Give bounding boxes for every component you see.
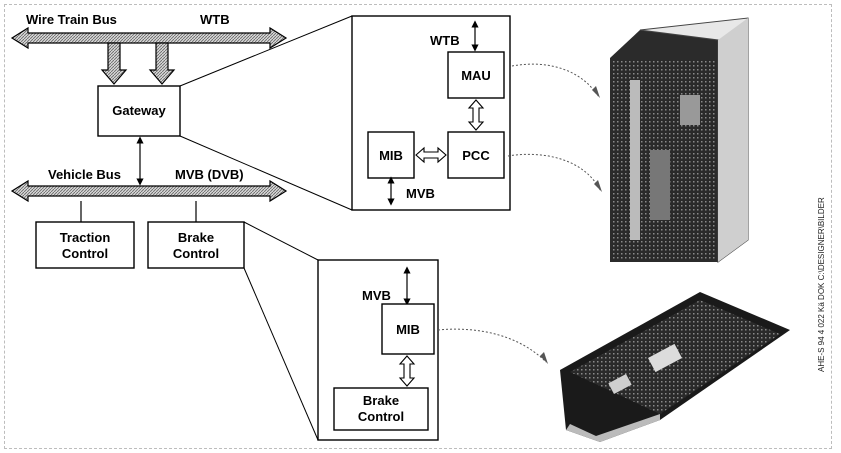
mib-label: MIB — [379, 148, 403, 163]
mib-brake-label: MIB — [396, 322, 420, 337]
pcc-box — [447, 131, 505, 179]
mib-box — [367, 131, 415, 179]
zoom-line-brake-top — [243, 221, 319, 261]
brake-label-1: Brake — [178, 230, 214, 245]
mau-photo-pointer — [511, 63, 599, 97]
wtb-label: WTB — [200, 12, 230, 27]
brake-label-2: Control — [173, 246, 219, 261]
mau-photo-pointer-head — [592, 86, 600, 98]
mib-pcc-arrow — [415, 146, 447, 164]
traction-label-2: Control — [62, 246, 108, 261]
wtb-inner-label: WTB — [430, 33, 460, 48]
zoom-line-bottom — [179, 135, 353, 211]
mau-label: MAU — [461, 68, 491, 83]
vehicle-bus — [10, 179, 288, 203]
side-note: AHE-S 94 4 022 Kä DOK C:\DESIGNER\BILDER — [817, 197, 826, 372]
mau-box — [447, 51, 505, 99]
traction-control-box — [35, 221, 135, 269]
mvb-dvb-label: MVB (DVB) — [175, 167, 244, 182]
mvb-inner-label-1: MVB — [406, 186, 435, 201]
traction-label-1: Traction — [60, 230, 111, 245]
wire-train-bus-label: Wire Train Bus — [26, 12, 117, 27]
mib-photo-pointer-head — [540, 352, 548, 364]
vehicle-bus-label: Vehicle Bus — [48, 167, 121, 182]
mau-pcc-arrow — [467, 99, 485, 131]
gateway-box — [97, 85, 181, 137]
mib-photo-pointer — [437, 328, 547, 363]
pcc-photo-pointer-head — [594, 180, 602, 192]
rack-module-photo — [610, 17, 749, 263]
brake-control-inner-box — [333, 387, 429, 431]
pcc-label: PCC — [462, 148, 490, 163]
brake-control-box — [147, 221, 245, 269]
wire-train-bus — [10, 26, 288, 85]
mib-brake-control-arrow — [398, 355, 416, 387]
zoom-line-brake-bottom — [243, 267, 319, 441]
pcc-photo-pointer — [507, 153, 601, 191]
mib-brake-box — [381, 303, 435, 355]
circuit-board-photo — [560, 292, 790, 442]
brake-inner-label-2: Control — [358, 409, 404, 424]
figure-frame — [4, 4, 832, 449]
zoom-line-top — [179, 15, 353, 87]
gateway-label: Gateway — [112, 103, 166, 118]
brake-inner-label-1: Brake — [363, 393, 399, 408]
mvb-inner-label-2: MVB — [362, 288, 391, 303]
